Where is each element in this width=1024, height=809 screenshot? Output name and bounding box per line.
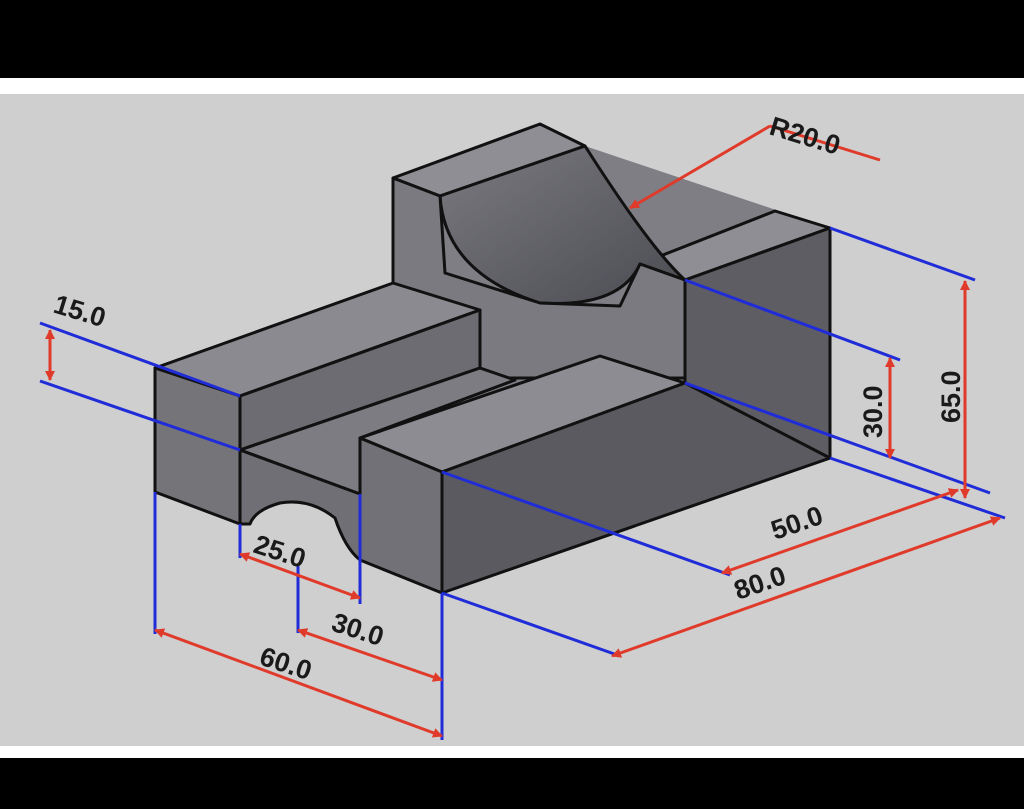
machined-part <box>153 122 832 595</box>
total-height-label: 65.0 <box>936 370 966 423</box>
saddle-cutout <box>438 144 687 305</box>
dimension-lines <box>45 124 1001 738</box>
isometric-drawing: R20.0 15.0 30.0 65.0 25.0 30.0 60.0 50.0… <box>0 94 1024 746</box>
left-block-front-face <box>238 448 362 562</box>
inner-height-label: 30.0 <box>858 385 888 438</box>
drawing-viewport: R20.0 15.0 30.0 65.0 25.0 30.0 60.0 50.0… <box>0 78 1024 758</box>
